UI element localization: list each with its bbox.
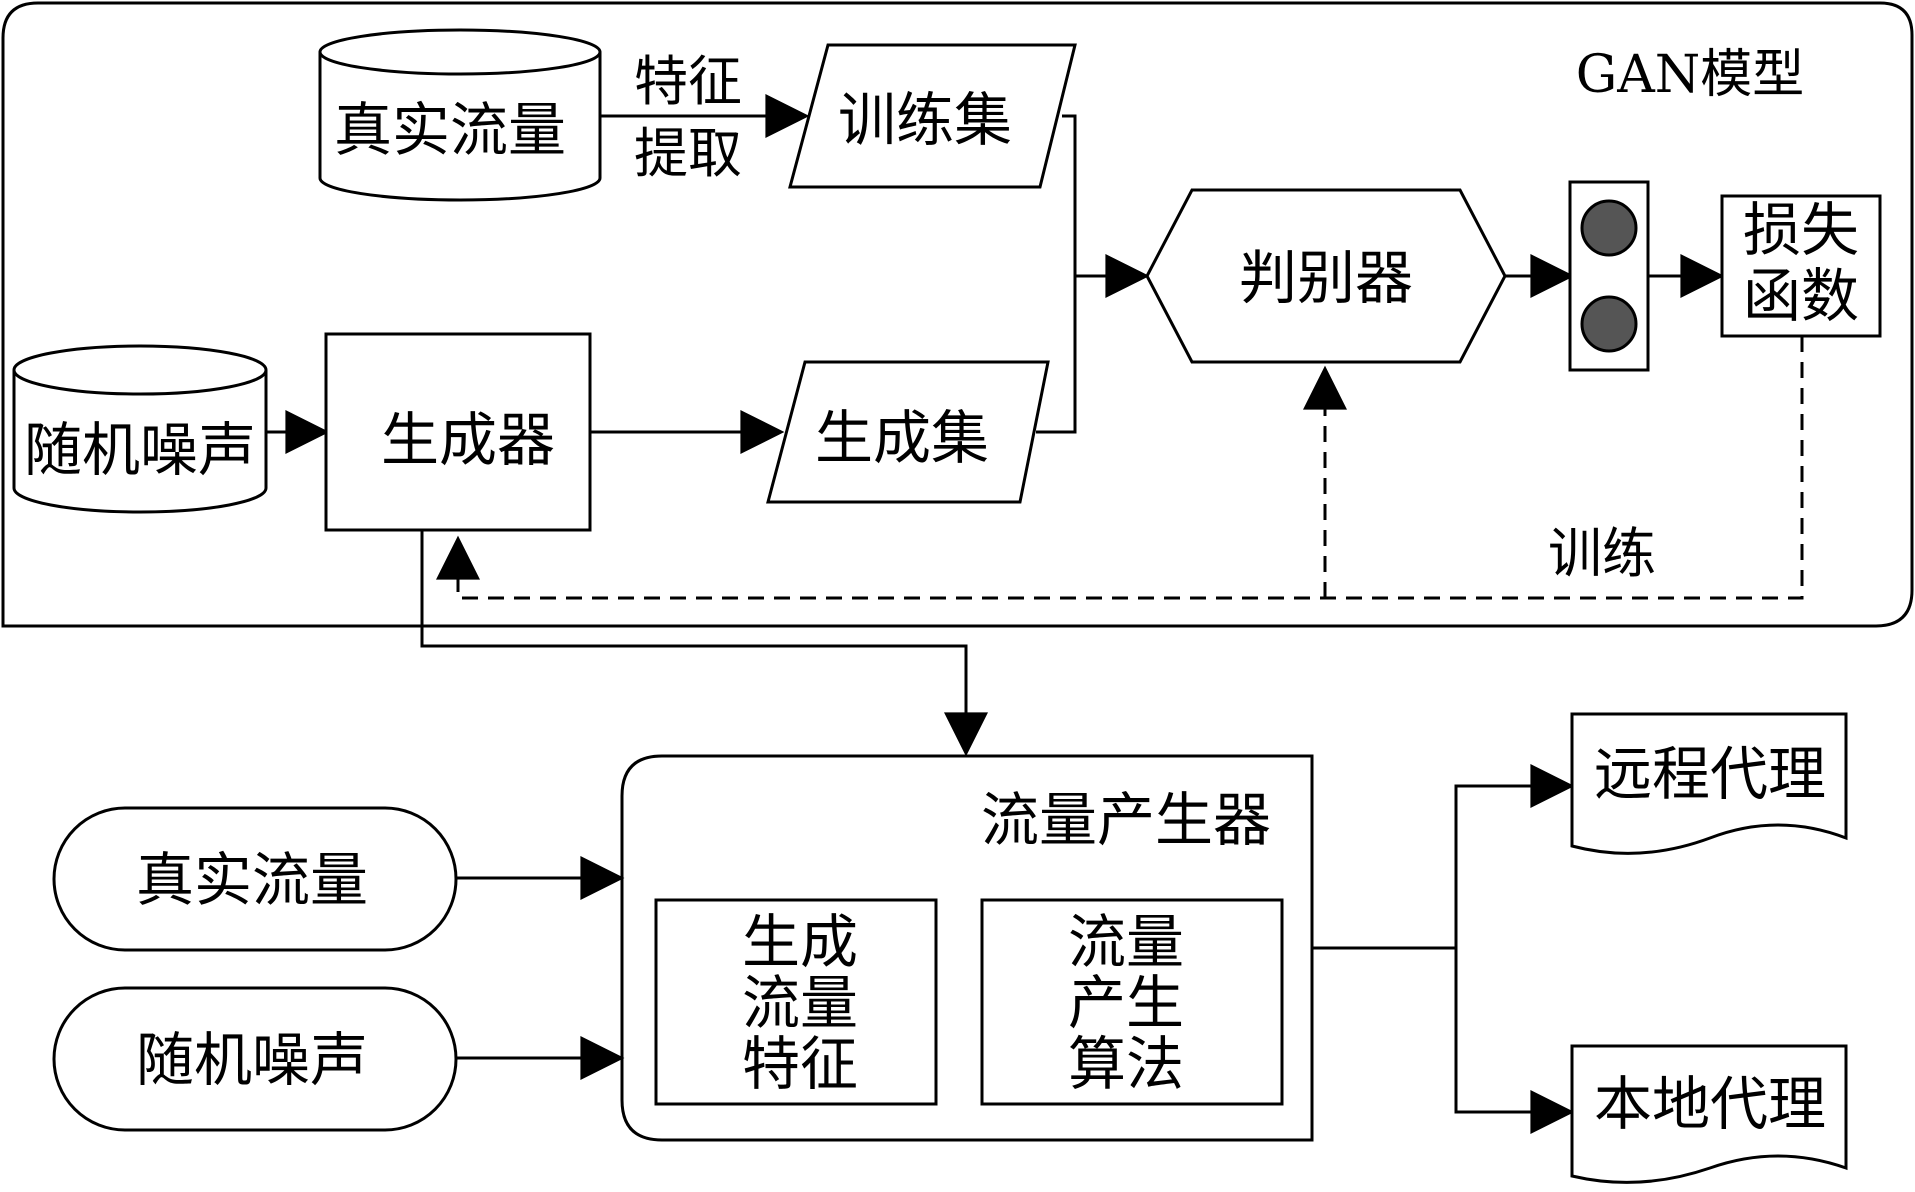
- remote-proxy-label: 远程代理: [1594, 740, 1826, 808]
- real-traffic-input-node: 真实流量: [52, 806, 458, 952]
- features-box-line3: 特征: [742, 1030, 858, 1098]
- gan-model-frame: [1, 1, 1914, 628]
- random-noise-database: 随机噪声: [12, 344, 268, 514]
- generated-set-node: 生成集: [766, 360, 1050, 504]
- generated-traffic-features-box: 生成 流量 特征: [654, 898, 938, 1106]
- random-noise-label: 随机噪声: [24, 416, 256, 484]
- traffic-generation-algorithm-box: 流量 产生 算法: [980, 898, 1284, 1106]
- indicator-top-light: [1580, 199, 1638, 257]
- features-box-line2: 流量: [742, 969, 858, 1037]
- local-proxy-node: 本地代理: [1570, 1044, 1848, 1184]
- features-box-line1: 生成: [742, 908, 858, 976]
- output-branch-to-remote: [1312, 764, 1575, 950]
- discriminator-label: 判别器: [1239, 244, 1413, 312]
- training-label: 训练: [1548, 522, 1656, 585]
- generated-set-label: 生成集: [815, 404, 989, 472]
- loss-function-label-line2: 函数: [1743, 262, 1859, 330]
- algorithm-box-line2: 产生: [1068, 969, 1184, 1037]
- discriminator-node: 判别器: [1145, 188, 1507, 364]
- gan-model-title: GAN模型: [1576, 45, 1805, 105]
- real-traffic-input-label: 真实流量: [136, 846, 368, 914]
- training-set-connector: [1036, 114, 1077, 434]
- real-traffic-label: 真实流量: [334, 96, 566, 164]
- training-set-label: 训练集: [838, 86, 1012, 154]
- traffic-generator-title: 流量产生器: [981, 786, 1271, 854]
- algorithm-box-line1: 流量: [1068, 908, 1184, 976]
- generator-node: 生成器: [324, 332, 592, 532]
- output-branch-to-local: [1454, 948, 1575, 1134]
- generator-to-traffic-generator-path: [420, 530, 988, 757]
- indicator-bottom-light: [1580, 295, 1638, 353]
- random-noise-input-label: 随机噪声: [136, 1026, 368, 1094]
- local-proxy-label: 本地代理: [1594, 1070, 1826, 1138]
- loss-function-node: 损失 函数: [1720, 194, 1882, 338]
- random-noise-input-node: 随机噪声: [52, 986, 458, 1132]
- generator-label: 生成器: [381, 406, 555, 474]
- output-indicator: [1568, 180, 1650, 372]
- algorithm-box-line3: 算法: [1068, 1030, 1184, 1098]
- real-traffic-database: 真实流量: [318, 28, 602, 202]
- feature-extraction-label-line2: 提取: [634, 122, 742, 185]
- feature-extraction-label-line1: 特征: [634, 50, 742, 113]
- remote-proxy-node: 远程代理: [1570, 712, 1848, 855]
- loss-function-label-line1: 损失: [1743, 196, 1859, 264]
- training-set-node: 训练集: [788, 43, 1077, 189]
- training-feedback-path: [436, 336, 1804, 600]
